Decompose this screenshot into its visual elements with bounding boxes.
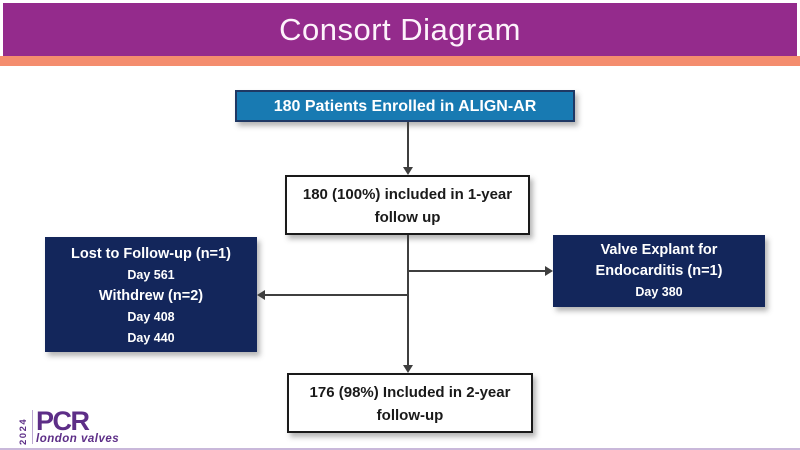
flow-box-valve-explant: Valve Explant for Endocarditis (n=1) Day… [553,235,765,307]
logo-divider [32,410,33,444]
lost-line4: Day 408 [127,310,175,324]
header-bar: Consort Diagram [3,3,797,56]
logo-text-block: PCR london valves [36,406,120,446]
flow-box-lost-withdrew: Lost to Follow-up (n=1) Day 561 Withdrew… [45,237,257,352]
followup-1yr-line1: 180 (100%) included in 1-year [302,186,513,203]
arrow-right-icon [545,266,553,276]
lost-line5: Day 440 [127,331,175,345]
pcr-london-valves-logo: 2024 PCR london valves [18,406,120,446]
arrow-left-icon [257,290,265,300]
logo-brand: PCR [36,406,90,436]
logo-tagline: london valves [36,433,120,445]
connector-to-lost [265,294,408,296]
followup-1yr-line2: follow up [374,209,441,226]
header-accent-stripe [0,56,800,66]
enrolled-text: 180 Patients Enrolled in ALIGN-AR [273,97,537,115]
explant-line1: Valve Explant for [600,242,718,258]
explant-line2: Endocarditis (n=1) [595,263,723,279]
connector-1yr-to-2yr [407,235,409,366]
logo-year: 2024 [18,417,29,445]
flow-box-2yr-followup: 176 (98%) Included in 2-year follow-up [287,373,533,433]
flow-box-1yr-followup: 180 (100%) included in 1-year follow up [285,175,530,235]
bottom-accent-line [0,448,800,450]
arrow-down-icon [403,365,413,373]
flow-box-enrolled: 180 Patients Enrolled in ALIGN-AR [235,90,575,122]
followup-2yr-line1: 176 (98%) Included in 2-year [309,384,511,401]
connector-to-explant [408,270,545,272]
lost-line1: Lost to Follow-up (n=1) [71,246,231,262]
arrow-down-icon [403,167,413,175]
followup-2yr-line2: follow-up [376,407,444,424]
slide-title: Consort Diagram [279,11,521,47]
lost-line3: Withdrew (n=2) [98,288,204,304]
connector-enrolled-to-1yr [407,122,409,168]
lost-line2: Day 561 [127,268,175,282]
explant-line3: Day 380 [635,285,683,299]
